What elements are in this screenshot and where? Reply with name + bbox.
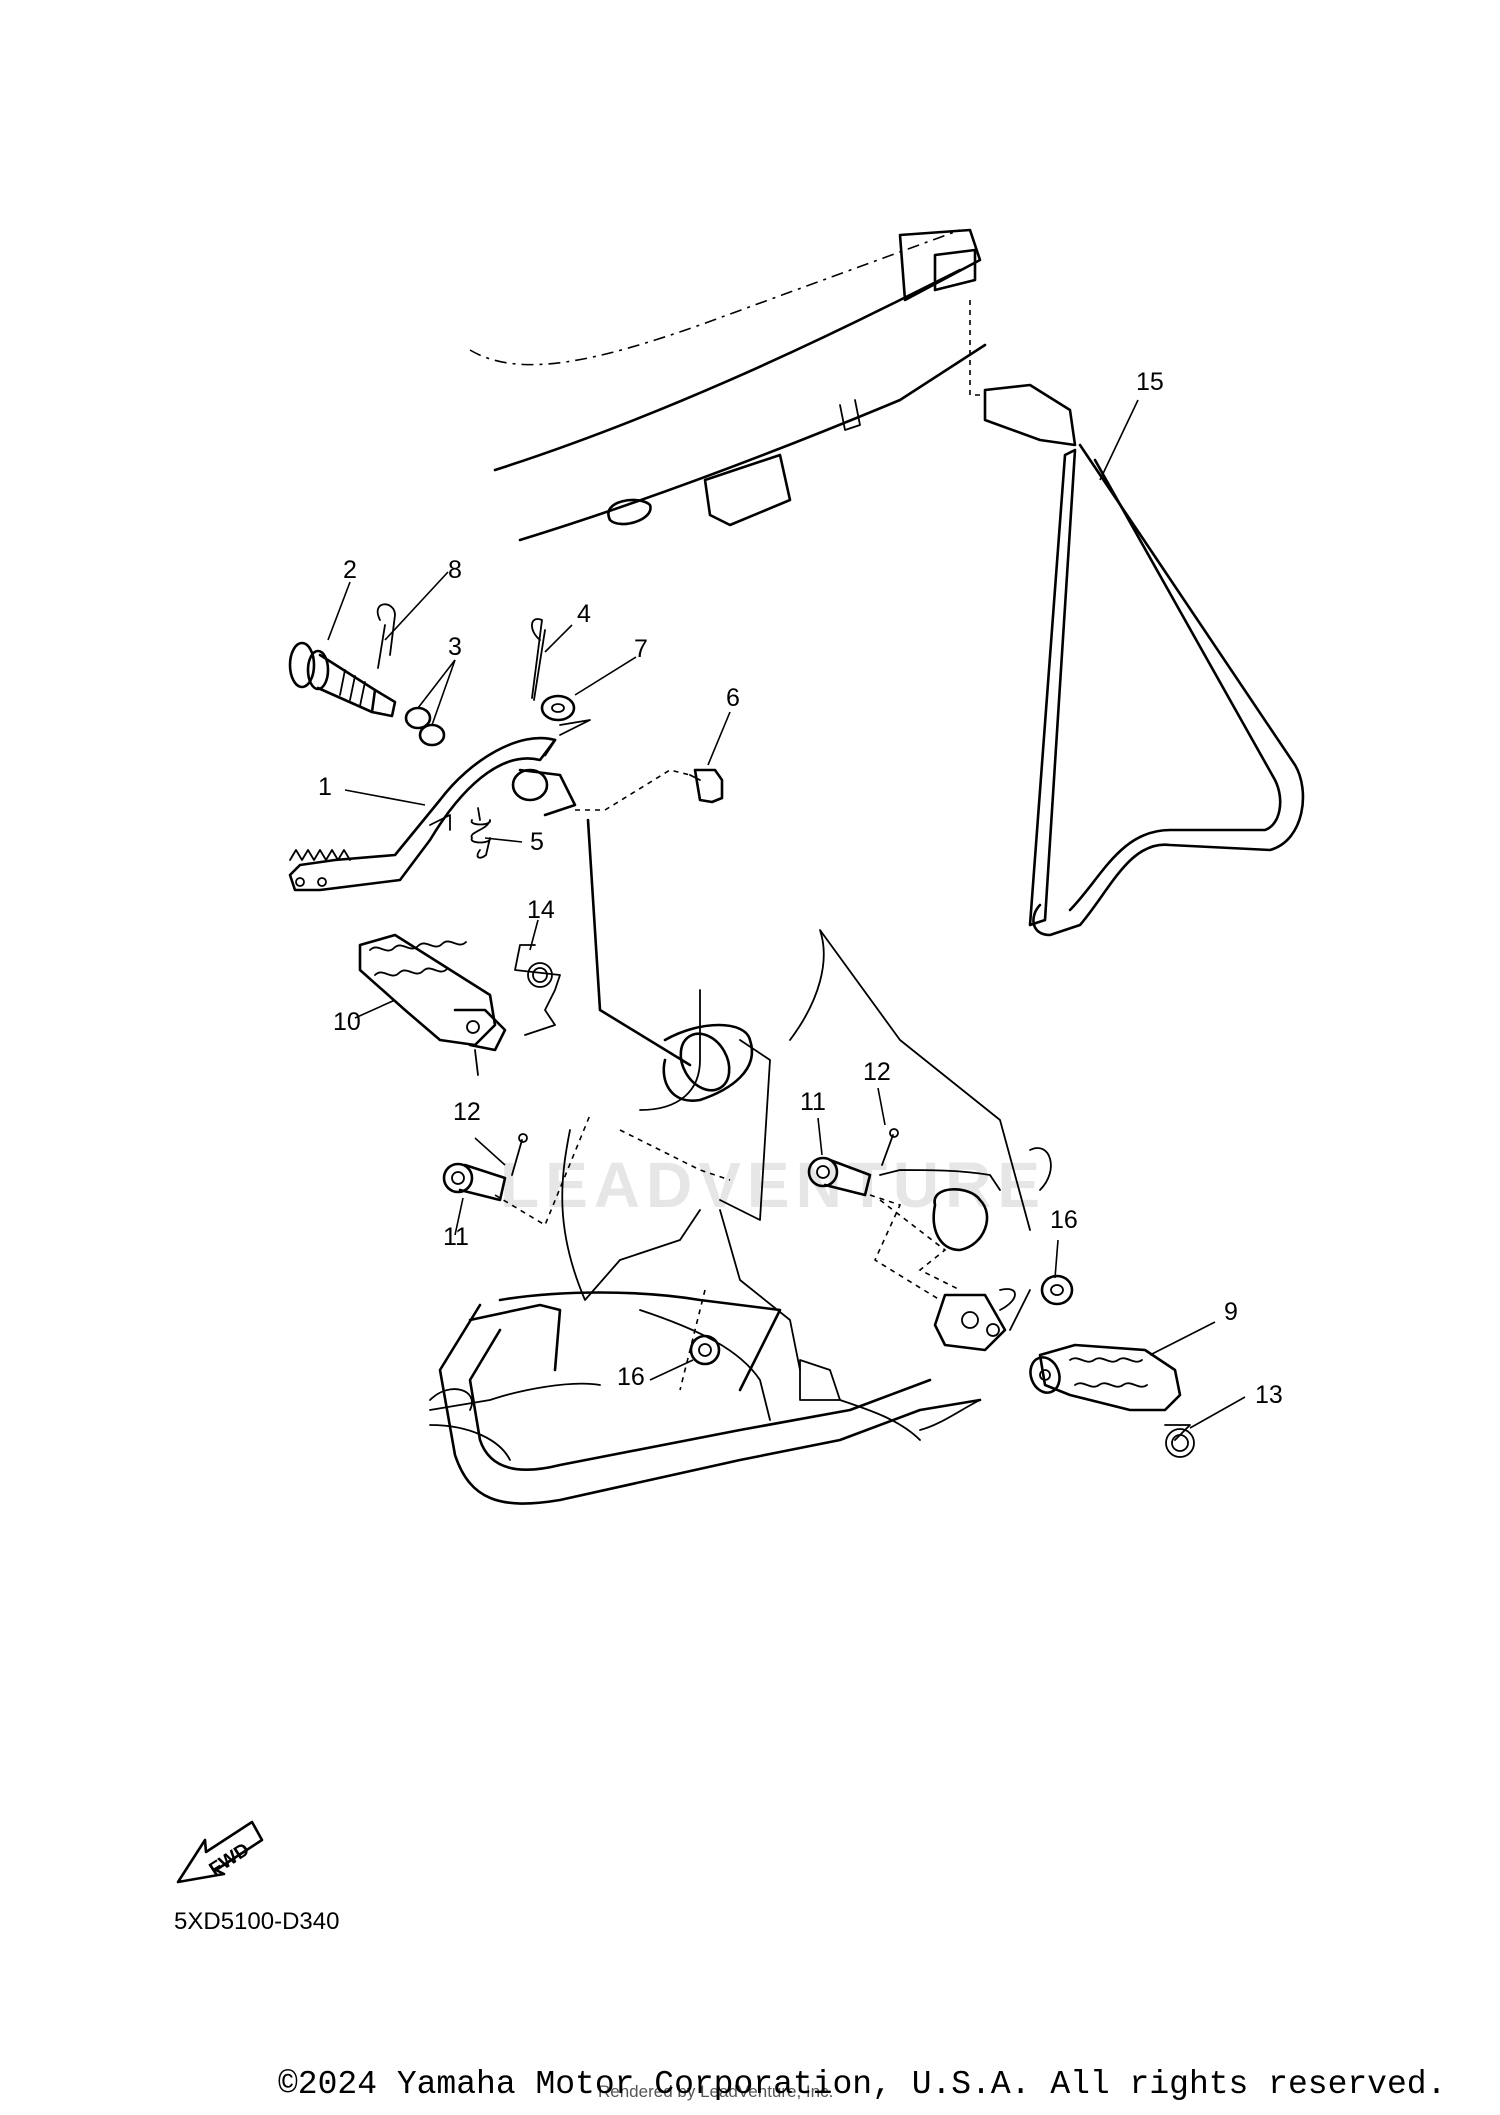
- frame-reference: [469, 228, 987, 542]
- callout-11-right: 11: [800, 1088, 826, 1116]
- part-2-pivot-bolt: [288, 641, 397, 718]
- part-7-washer: [540, 694, 591, 736]
- callout-4: 4: [577, 600, 591, 628]
- part-16-washer-left: [689, 1334, 721, 1366]
- callout-12-right: 12: [863, 1058, 891, 1086]
- part-11-pin-right: [807, 1156, 941, 1301]
- part-12-pin-left: [511, 1133, 528, 1176]
- part-9-footrest-right: [1029, 1343, 1182, 1412]
- part-10-footrest-left: [358, 933, 507, 1076]
- part-11-pin-left: [442, 1114, 591, 1227]
- watermark: LEADVENTURE: [500, 1149, 1047, 1221]
- callout-12-left: 12: [453, 1098, 481, 1126]
- brake-rod: [586, 818, 692, 1067]
- callout-7: 7: [634, 635, 648, 663]
- copyright: ©2024 Yamaha Motor Corporation, U.S.A. A…: [278, 2066, 1447, 2103]
- part-1-brake-pedal: [288, 736, 691, 892]
- part-4-cotter-pin: [531, 618, 546, 701]
- leader-lines: [327, 399, 1246, 1429]
- fwd-arrow: FWD: [176, 1820, 264, 1884]
- callout-6: 6: [726, 684, 740, 712]
- footrest-bracket-right: [933, 1288, 1016, 1352]
- part-6-adjuster: [689, 768, 724, 804]
- callout-labels: 1 2 3 4 5 6 7 8 9 10 11 11 12 12 13 14 1…: [318, 368, 1283, 1409]
- part-5-spring: [470, 807, 491, 859]
- part-15-sidestand: [983, 383, 1305, 937]
- callout-15: 15: [1136, 368, 1164, 396]
- rendered-by: Rendered by LeadVenture, Inc.: [598, 2082, 834, 2101]
- part-3-o-rings: [404, 706, 446, 747]
- callout-9: 9: [1224, 1298, 1238, 1326]
- callout-11-left: 11: [443, 1223, 469, 1251]
- part-8-clip: [376, 603, 396, 669]
- callout-14: 14: [527, 896, 555, 924]
- callout-13: 13: [1255, 1381, 1283, 1409]
- fwd-label: FWD: [206, 1839, 254, 1880]
- callout-10: 10: [333, 1008, 361, 1036]
- part-14-spring: [514, 944, 561, 1036]
- part-12-pin-right: [881, 1128, 899, 1166]
- callout-3: 3: [448, 633, 462, 661]
- callout-1: 1: [318, 773, 332, 801]
- engine-reference: [429, 929, 1052, 1505]
- callout-16-right: 16: [1050, 1206, 1078, 1234]
- part-13-spring: [1164, 1424, 1195, 1458]
- callout-5: 5: [530, 828, 544, 856]
- callout-8: 8: [448, 556, 462, 584]
- part-16-washer-right: [1009, 1274, 1074, 1331]
- callout-2: 2: [343, 556, 357, 584]
- callout-16-left: 16: [617, 1363, 645, 1391]
- diagram-code: 5XD5100-D340: [174, 1908, 340, 1935]
